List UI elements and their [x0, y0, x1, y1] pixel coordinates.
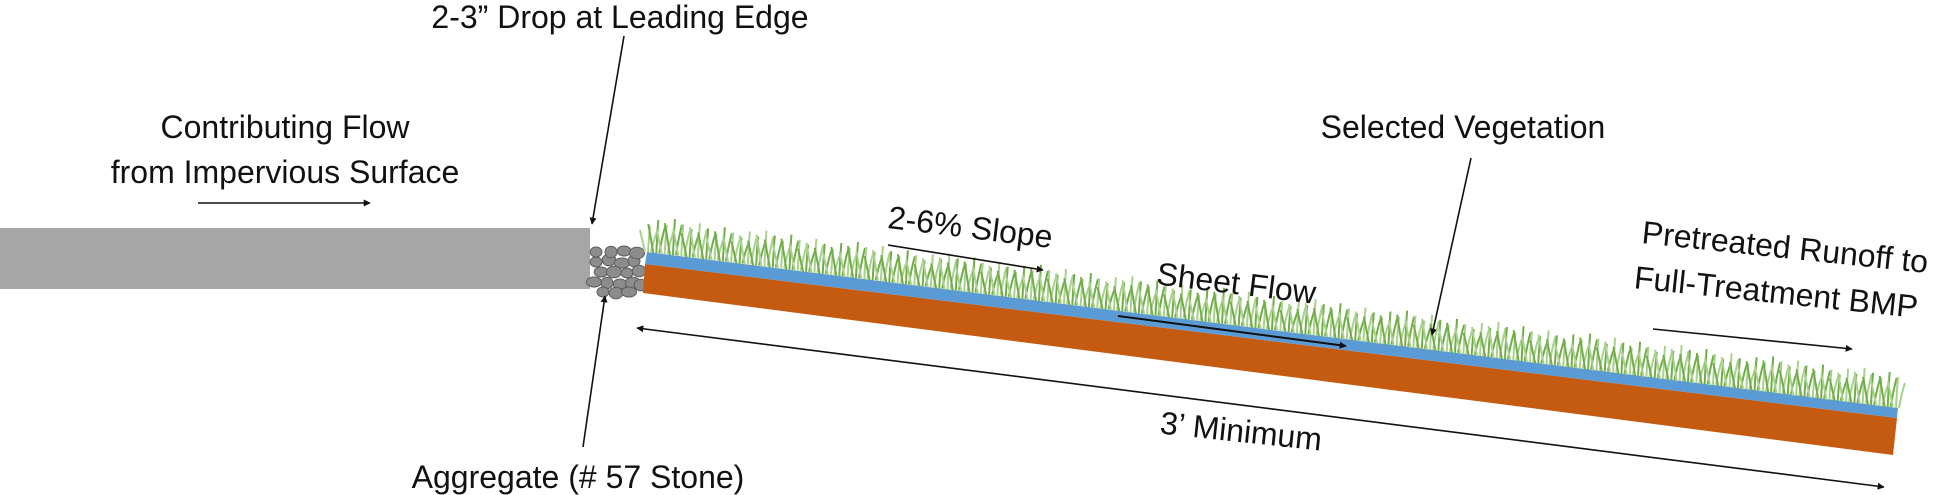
grass-blade: [1421, 314, 1441, 350]
stone: [616, 245, 632, 257]
grass-blade: [830, 242, 850, 277]
grass-blade: [1878, 371, 1898, 408]
stone: [605, 265, 623, 279]
impervious-surface: [0, 228, 590, 289]
contributing-flow-label-line1: Contributing Flow: [161, 109, 411, 145]
grass-blade: [1562, 334, 1582, 368]
grass-blade: [688, 223, 708, 259]
grass-blade: [1396, 310, 1416, 347]
stone: [608, 286, 624, 300]
grass-blade: [1471, 322, 1490, 357]
pretreated-runoff-arrow: [1652, 328, 1853, 352]
grass-blade: [1055, 268, 1074, 305]
slope-label: 2-6% Slope: [886, 199, 1055, 255]
grass-blade: [1446, 318, 1465, 354]
grass-blade: [1537, 330, 1557, 365]
grass-blade: [963, 257, 983, 293]
grass-blade: [938, 253, 958, 290]
aggregate-label: Aggregate (# 57 Stone): [412, 459, 745, 495]
selected-vegetation-label: Selected Vegetation: [1321, 109, 1606, 145]
grass-blade: [1604, 337, 1624, 373]
grass-blade: [1329, 303, 1349, 339]
contributing-flow-label-line2: from Impervious Surface: [111, 154, 460, 190]
grass-blade: [1512, 326, 1532, 362]
stone: [589, 256, 603, 268]
stone: [620, 267, 634, 279]
grass-blade: [1837, 368, 1857, 402]
grass-blade: [1745, 357, 1765, 391]
stone: [631, 264, 647, 278]
grass-blade: [896, 250, 916, 285]
grass-blade: [713, 227, 733, 262]
grass-blade: [1887, 376, 1906, 409]
grass-blade: [1762, 356, 1782, 393]
aggregate-leader-arrow: [582, 295, 608, 448]
grass-blade: [871, 246, 891, 282]
grass-blade: [1695, 349, 1715, 385]
grass-blade: [1104, 277, 1124, 311]
grass-blade: [663, 219, 683, 256]
grass-blade: [1812, 364, 1832, 399]
slope-arrow: [887, 244, 1044, 273]
vegetation-leader-arrow: [1429, 157, 1472, 336]
grass-blade: [1013, 265, 1033, 299]
stone: [585, 276, 603, 288]
minimum-length-dimension-arrow: [636, 325, 1885, 490]
drop-label: 2-3” Drop at Leading Edge: [431, 0, 808, 35]
drop-leader-arrow: [589, 35, 625, 225]
stone: [628, 246, 646, 260]
grass-blade: [1579, 333, 1599, 370]
grass-blade: [755, 230, 775, 267]
stone: [589, 246, 603, 258]
stone: [596, 286, 610, 298]
stone: [593, 266, 609, 278]
grass-blade: [1853, 367, 1873, 404]
grass-blade: [1720, 353, 1740, 388]
grass-blade: [738, 231, 758, 265]
grass-blade: [1787, 360, 1807, 396]
grass-blade: [780, 234, 800, 270]
grass-blade: [1379, 311, 1399, 345]
stone: [604, 245, 618, 259]
grass-blade: [1670, 344, 1690, 382]
grass-blade: [847, 241, 866, 279]
grass-blade: [921, 254, 941, 288]
stone: [620, 286, 638, 298]
grass-blade: [1629, 341, 1649, 376]
grass-blade: [647, 219, 667, 254]
aggregate-stones: [585, 245, 649, 300]
grass-blade: [1487, 322, 1507, 359]
grass-blade: [1121, 276, 1141, 313]
grass-blade: [1030, 264, 1050, 302]
grass-blade: [1354, 307, 1374, 342]
grass-blade: [988, 261, 1008, 296]
grass-blade: [1079, 273, 1099, 308]
grass-blade: [805, 238, 825, 273]
grass-blade: [1654, 345, 1673, 380]
